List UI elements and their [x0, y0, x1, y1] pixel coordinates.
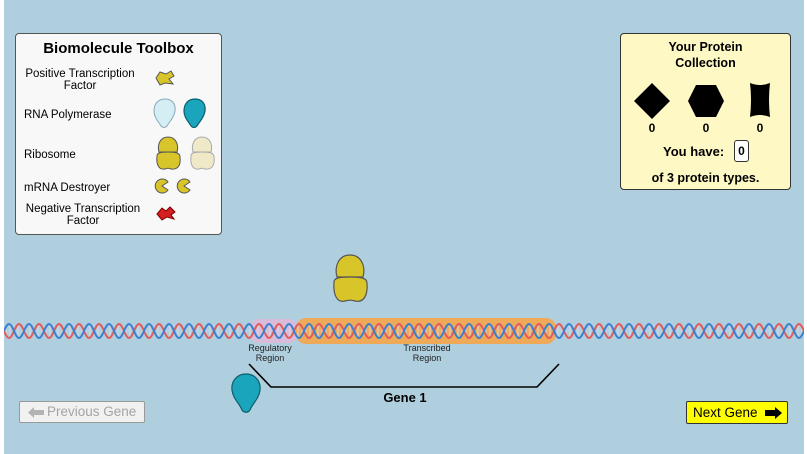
diamond-protein-icon	[634, 83, 670, 119]
toolbox-label-negative-tf: Negative Transcription Factor	[25, 203, 141, 227]
previous-gene-button[interactable]: Previous Gene	[19, 401, 145, 423]
ribosome-icon-faded	[190, 136, 215, 170]
diamond-protein-count: 0	[648, 121, 656, 135]
gene-bracket	[248, 363, 560, 388]
toolbox-title: Biomolecule Toolbox	[43, 40, 194, 57]
gene-name: Gene 1	[383, 390, 427, 405]
toolbox-label-ribosome: Ribosome	[24, 149, 76, 161]
collection-title: Your Protein Collection	[668, 40, 743, 70]
hexagon-protein-icon	[688, 85, 724, 117]
protein-types-total: of 3 protein types.	[651, 171, 760, 185]
rna-polymerase-icon-faded	[153, 98, 176, 128]
toolbox-label-mrna-destroyer: mRNA Destroyer	[24, 182, 111, 194]
next-gene-label: Next Gene	[693, 405, 758, 420]
protein-collection-panel: Your Protein Collection 0 0 0 You have: …	[620, 33, 791, 190]
toolbox-label-positive-tf: Positive Transcription Factor	[25, 68, 135, 92]
rna-polymerase-floating[interactable]	[230, 372, 262, 414]
ribosome-icon[interactable]	[154, 135, 182, 173]
you-have-count: 0	[734, 140, 749, 162]
mrna-destroyer-icon[interactable]	[154, 178, 170, 194]
next-gene-button[interactable]: Next Gene	[686, 401, 788, 424]
regulatory-region-label: Regulatory Region	[248, 343, 292, 363]
hexagon-protein-count: 0	[702, 121, 710, 135]
mrna-destroyer-icon-2[interactable]	[176, 178, 192, 194]
you-have-label: You have:	[663, 144, 725, 159]
transcribed-region-label: Transcribed Region	[403, 343, 451, 363]
ribosome-floating[interactable]	[331, 253, 369, 305]
previous-gene-label: Previous Gene	[47, 404, 137, 419]
negative-transcription-factor-icon[interactable]	[155, 205, 177, 221]
dna-double-helix	[4, 318, 804, 344]
toolbox-label-rna-polymerase: RNA Polymerase	[24, 109, 112, 121]
dna-strand-blue	[4, 322, 804, 340]
barrel-protein-count: 0	[756, 121, 764, 135]
arrow-left-icon	[28, 407, 44, 418]
arrow-right-icon	[765, 407, 782, 419]
barrel-protein-icon	[750, 83, 770, 117]
rna-polymerase-icon[interactable]	[183, 98, 207, 128]
biomolecule-toolbox: Biomolecule Toolbox Positive Transcripti…	[15, 33, 222, 235]
positive-transcription-factor-icon[interactable]	[154, 70, 176, 86]
